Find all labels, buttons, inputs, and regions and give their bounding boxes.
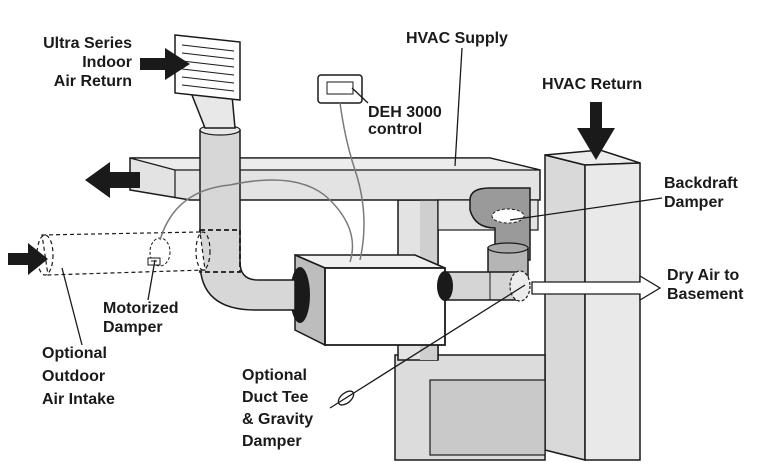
dehumidifier-unit (290, 253, 453, 347)
outdoor-intake-arrow (8, 243, 48, 275)
label-hvac-return: HVAC Return (542, 76, 642, 93)
label-backdraft-1: Backdraft (664, 175, 738, 192)
leader-lines (61, 47, 663, 409)
label-deh-control-2: control (368, 121, 422, 138)
furnace-base (394, 354, 546, 461)
label-dry-air-2: Basement (667, 286, 744, 303)
outdoor-intake-duct (36, 231, 211, 276)
indoor-return-arrow (140, 48, 190, 80)
label-outdoor-1: Optional (42, 345, 107, 362)
label-motorized-1: Motorized (103, 300, 179, 317)
supply-arrow-left (85, 162, 140, 198)
dry-air-arrow (531, 274, 662, 302)
hvac-return-cabinet (544, 149, 641, 461)
label-backdraft-2: Damper (664, 194, 724, 211)
label-duct-tee-4: Damper (242, 433, 302, 450)
label-duct-tee-1: Optional (242, 367, 307, 384)
backdraft-damper-elbow (469, 187, 531, 279)
label-indoor-return-1: Ultra Series (43, 35, 132, 52)
label-outdoor-2: Outdoor (42, 368, 105, 385)
diagram-labels: Ultra Series Indoor Air Return HVAC Supp… (42, 30, 744, 450)
return-grille (174, 34, 241, 101)
label-outdoor-3: Air Intake (42, 391, 115, 408)
dry-air-duct (439, 270, 531, 302)
label-deh-control-1: DEH 3000 (368, 104, 442, 121)
label-motorized-2: Damper (103, 319, 163, 336)
label-indoor-return-3: Air Return (54, 73, 132, 90)
label-duct-tee-2: Duct Tee (242, 389, 308, 406)
deh-control (159, 74, 365, 263)
label-indoor-return-2: Indoor (82, 54, 132, 71)
label-duct-tee-3: & Gravity (242, 411, 313, 428)
label-dry-air-1: Dry Air to (667, 267, 740, 284)
label-hvac-supply: HVAC Supply (406, 30, 508, 47)
indoor-return-duct (188, 89, 296, 311)
hvac-return-arrow (577, 102, 615, 160)
